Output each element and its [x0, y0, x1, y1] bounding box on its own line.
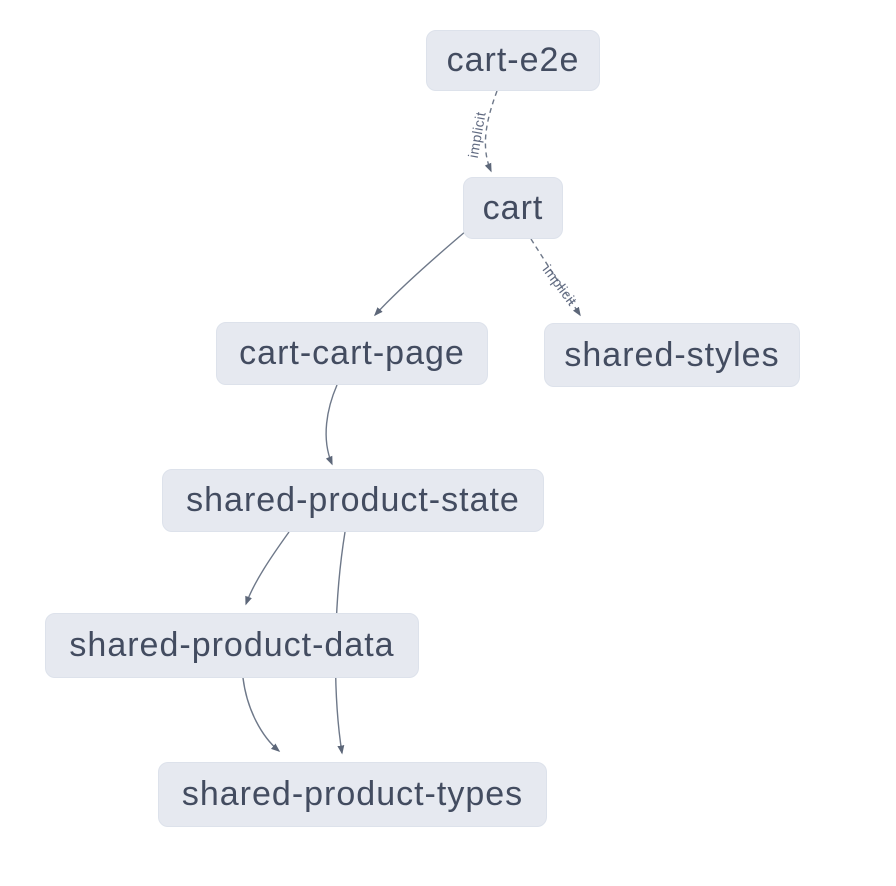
graph-node-cart-e2e[interactable]: cart-e2e [426, 30, 600, 91]
edge-shared-product-data--shared-product-types[interactable] [242, 677, 281, 752]
graph-node-shared-product-state[interactable]: shared-product-state [162, 469, 544, 532]
graph-node-cart-cart-page[interactable]: cart-cart-page [216, 322, 488, 385]
graph-node-label: cart [482, 188, 544, 227]
edge-cart-cart-page--shared-product-state[interactable] [325, 384, 338, 466]
edge-cart--cart-cart-page[interactable] [373, 230, 467, 317]
graph-node-cart[interactable]: cart [463, 177, 563, 239]
graph-node-label: shared-product-types [181, 775, 524, 813]
edge-cart--shared-styles[interactable] [530, 238, 581, 317]
graph-node-label: shared-styles [564, 335, 780, 374]
graph-node-label: shared-product-state [186, 481, 520, 519]
graph-node-shared-styles[interactable]: shared-styles [544, 323, 800, 387]
graph-node-label: cart-e2e [446, 41, 580, 79]
graph-node-shared-product-data[interactable]: shared-product-data [45, 613, 419, 678]
graph-node-shared-product-types[interactable]: shared-product-types [158, 762, 547, 827]
graph-node-label: cart-cart-page [239, 334, 465, 372]
edge-shared-product-state--shared-product-data[interactable] [245, 531, 290, 606]
graph-node-label: shared-product-data [69, 626, 395, 664]
edge-cart-e2e--cart[interactable] [484, 90, 498, 173]
